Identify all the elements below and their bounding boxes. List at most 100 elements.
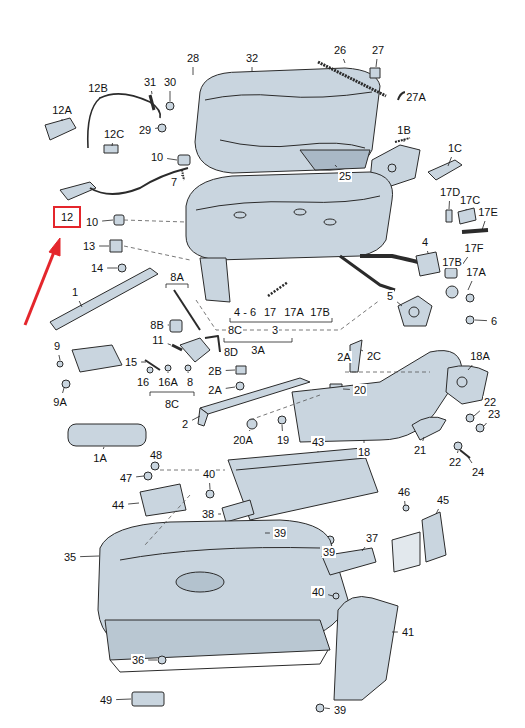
callout-number: 1B [396,124,411,136]
leader-line [475,320,487,322]
callout-number: 28 [186,52,200,64]
callout-number: 39 [333,704,347,716]
leader-line [448,157,452,166]
leader-line [468,281,472,290]
callout-number: 8B [149,319,164,331]
leader-line [318,451,319,452]
callout-number: 39 [322,546,336,558]
callout-number: 12B [87,82,109,94]
leader-line [168,372,169,373]
callout-number: 41 [401,626,415,638]
callout-number: 17A [465,266,487,278]
leader-line [112,143,114,146]
leader-line [188,372,189,373]
callout-number: 31 [143,76,157,88]
callout-number: 45 [436,494,450,506]
leader-line [99,246,109,247]
callout-number: 17C [459,194,481,206]
leader-line [457,451,459,453]
leader-line [168,344,171,345]
callout-number: 17B [309,306,331,318]
callout-number: 27A [405,91,427,103]
callout-number: 2A [207,384,222,396]
callout-number: 17D [439,186,461,198]
leader-line [265,533,270,534]
leader-line [167,159,177,160]
callout-number: 18 [357,446,371,458]
callout-number: 21 [413,444,427,456]
callout-number: 10 [150,151,164,163]
leader-line [404,139,405,142]
leader-line [136,476,144,478]
callout-number: 8C [227,324,243,336]
callout-number: 36 [131,654,145,666]
leader-line [484,423,487,426]
callout-number: 15 [124,356,138,368]
callout-number: 29 [138,124,152,136]
callout-box: 12 [53,206,81,228]
callout-number: 19 [276,434,290,446]
callout-number: 17A [283,306,305,318]
callout-number: 25 [338,170,352,182]
callout-number: 9 [53,340,61,352]
leader-line [226,387,235,388]
callout-number: 22 [483,396,497,408]
leader-line [128,503,139,504]
callout-number: 16A [157,376,179,388]
callout-number: 44 [111,499,125,511]
leader-line [468,365,472,370]
callout-number: 40 [202,468,216,480]
callout-number: 23 [487,408,501,420]
leader-line [79,301,82,307]
callout-number: 4 - 6 [233,306,257,318]
callout-number: 9A [52,396,67,408]
callout-number: 24 [471,466,485,478]
callout-number: 17E [477,206,499,218]
leader-line [168,325,169,326]
callout-number: 4 [421,236,429,248]
leader-line [436,509,439,514]
leader-line [59,355,60,360]
callout-number: 12C [103,128,125,140]
leader-line [404,501,405,505]
callout-number: 1 [71,286,79,298]
leader-line [376,59,378,67]
leader-line [102,220,113,221]
leader-line [328,595,333,596]
callout-number: 8 [186,376,194,388]
leader-line [151,91,153,94]
leader-line [80,556,99,558]
callout-number: 49 [99,694,113,706]
leader-line [155,128,158,129]
leader-line [107,268,117,269]
callout-number: 20 [353,384,367,396]
callout-number: 37 [365,532,379,544]
callout-number: 40 [311,586,325,598]
callout-number: 17F [464,242,485,254]
callout-number: 27 [371,44,385,56]
callout-number: 16 [136,376,150,388]
callout-number: 38 [201,508,215,520]
callout-number: 7 [170,176,178,188]
callout-number: 22 [448,456,462,468]
leader-line [193,67,194,75]
callout-number: 17B [441,256,463,268]
leader-line [335,165,337,167]
leader-line [249,430,251,431]
leader-line [282,425,283,431]
callout-number: 30 [163,76,177,88]
leader-line [170,91,171,101]
leader-line [103,447,105,449]
callout-number: 8C [164,398,180,410]
callout-number: 8A [169,271,184,283]
leader-line [449,201,450,209]
callout-number: 8D [223,346,239,358]
callout-number: 13 [82,240,96,252]
leader-line [226,370,235,371]
leader-line [62,119,63,121]
callout-number: 12A [51,104,73,116]
callout-number: 2C [366,350,382,362]
callout-number: 3A [250,344,265,356]
leader-line [392,632,398,633]
